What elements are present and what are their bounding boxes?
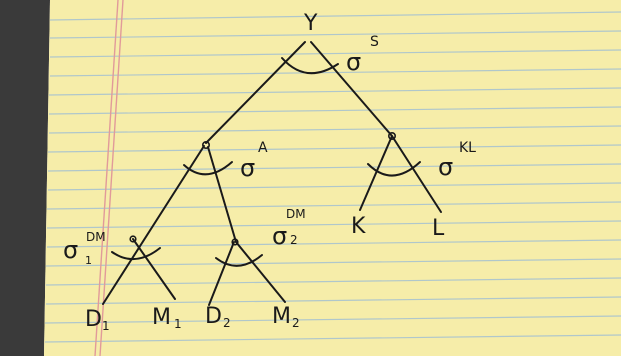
root-label: Y [303, 11, 318, 36]
leaf-m1-subscript: 1 [174, 317, 182, 331]
leaf-d1-subscript: 1 [102, 319, 110, 333]
leaf-d2-subscript: 2 [223, 316, 231, 330]
yellow-notepad [44, 0, 621, 356]
sigma-1-symbol: σ [63, 236, 78, 264]
sigma-kl-superscript: KL [459, 140, 476, 156]
sigma-2-subscript: 2 [290, 233, 298, 247]
sigma-a-symbol: σ [240, 154, 255, 182]
leaf-d2-label: D [205, 304, 222, 329]
leaf-m2-subscript: 2 [292, 316, 300, 330]
sigma-s-superscript: S [370, 34, 379, 50]
leaf-m2-label: M [272, 304, 291, 329]
margin-lines [94, 0, 124, 356]
ruled-lines [44, 11, 621, 343]
leaf-l-label: L [432, 216, 445, 241]
sigma-a-superscript: A [258, 140, 268, 156]
leaf-d1-label: D [85, 307, 102, 332]
tree-nodes [129, 132, 396, 246]
leaf-m1-label: M [152, 305, 171, 330]
sigma-1-superscript: DM [86, 230, 106, 244]
tree-lines [102, 41, 442, 306]
sigma-2-symbol: σ [272, 222, 287, 250]
leaf-k-label: K [351, 214, 366, 239]
sigma-kl-symbol: σ [438, 153, 453, 181]
sigma-s-symbol: σ [346, 48, 361, 76]
angle-arcs [111, 57, 421, 267]
dark-desk-edge [0, 0, 50, 356]
sigma-2-superscript: DM [286, 207, 306, 221]
sigma-1-subscript: 1 [85, 254, 92, 267]
